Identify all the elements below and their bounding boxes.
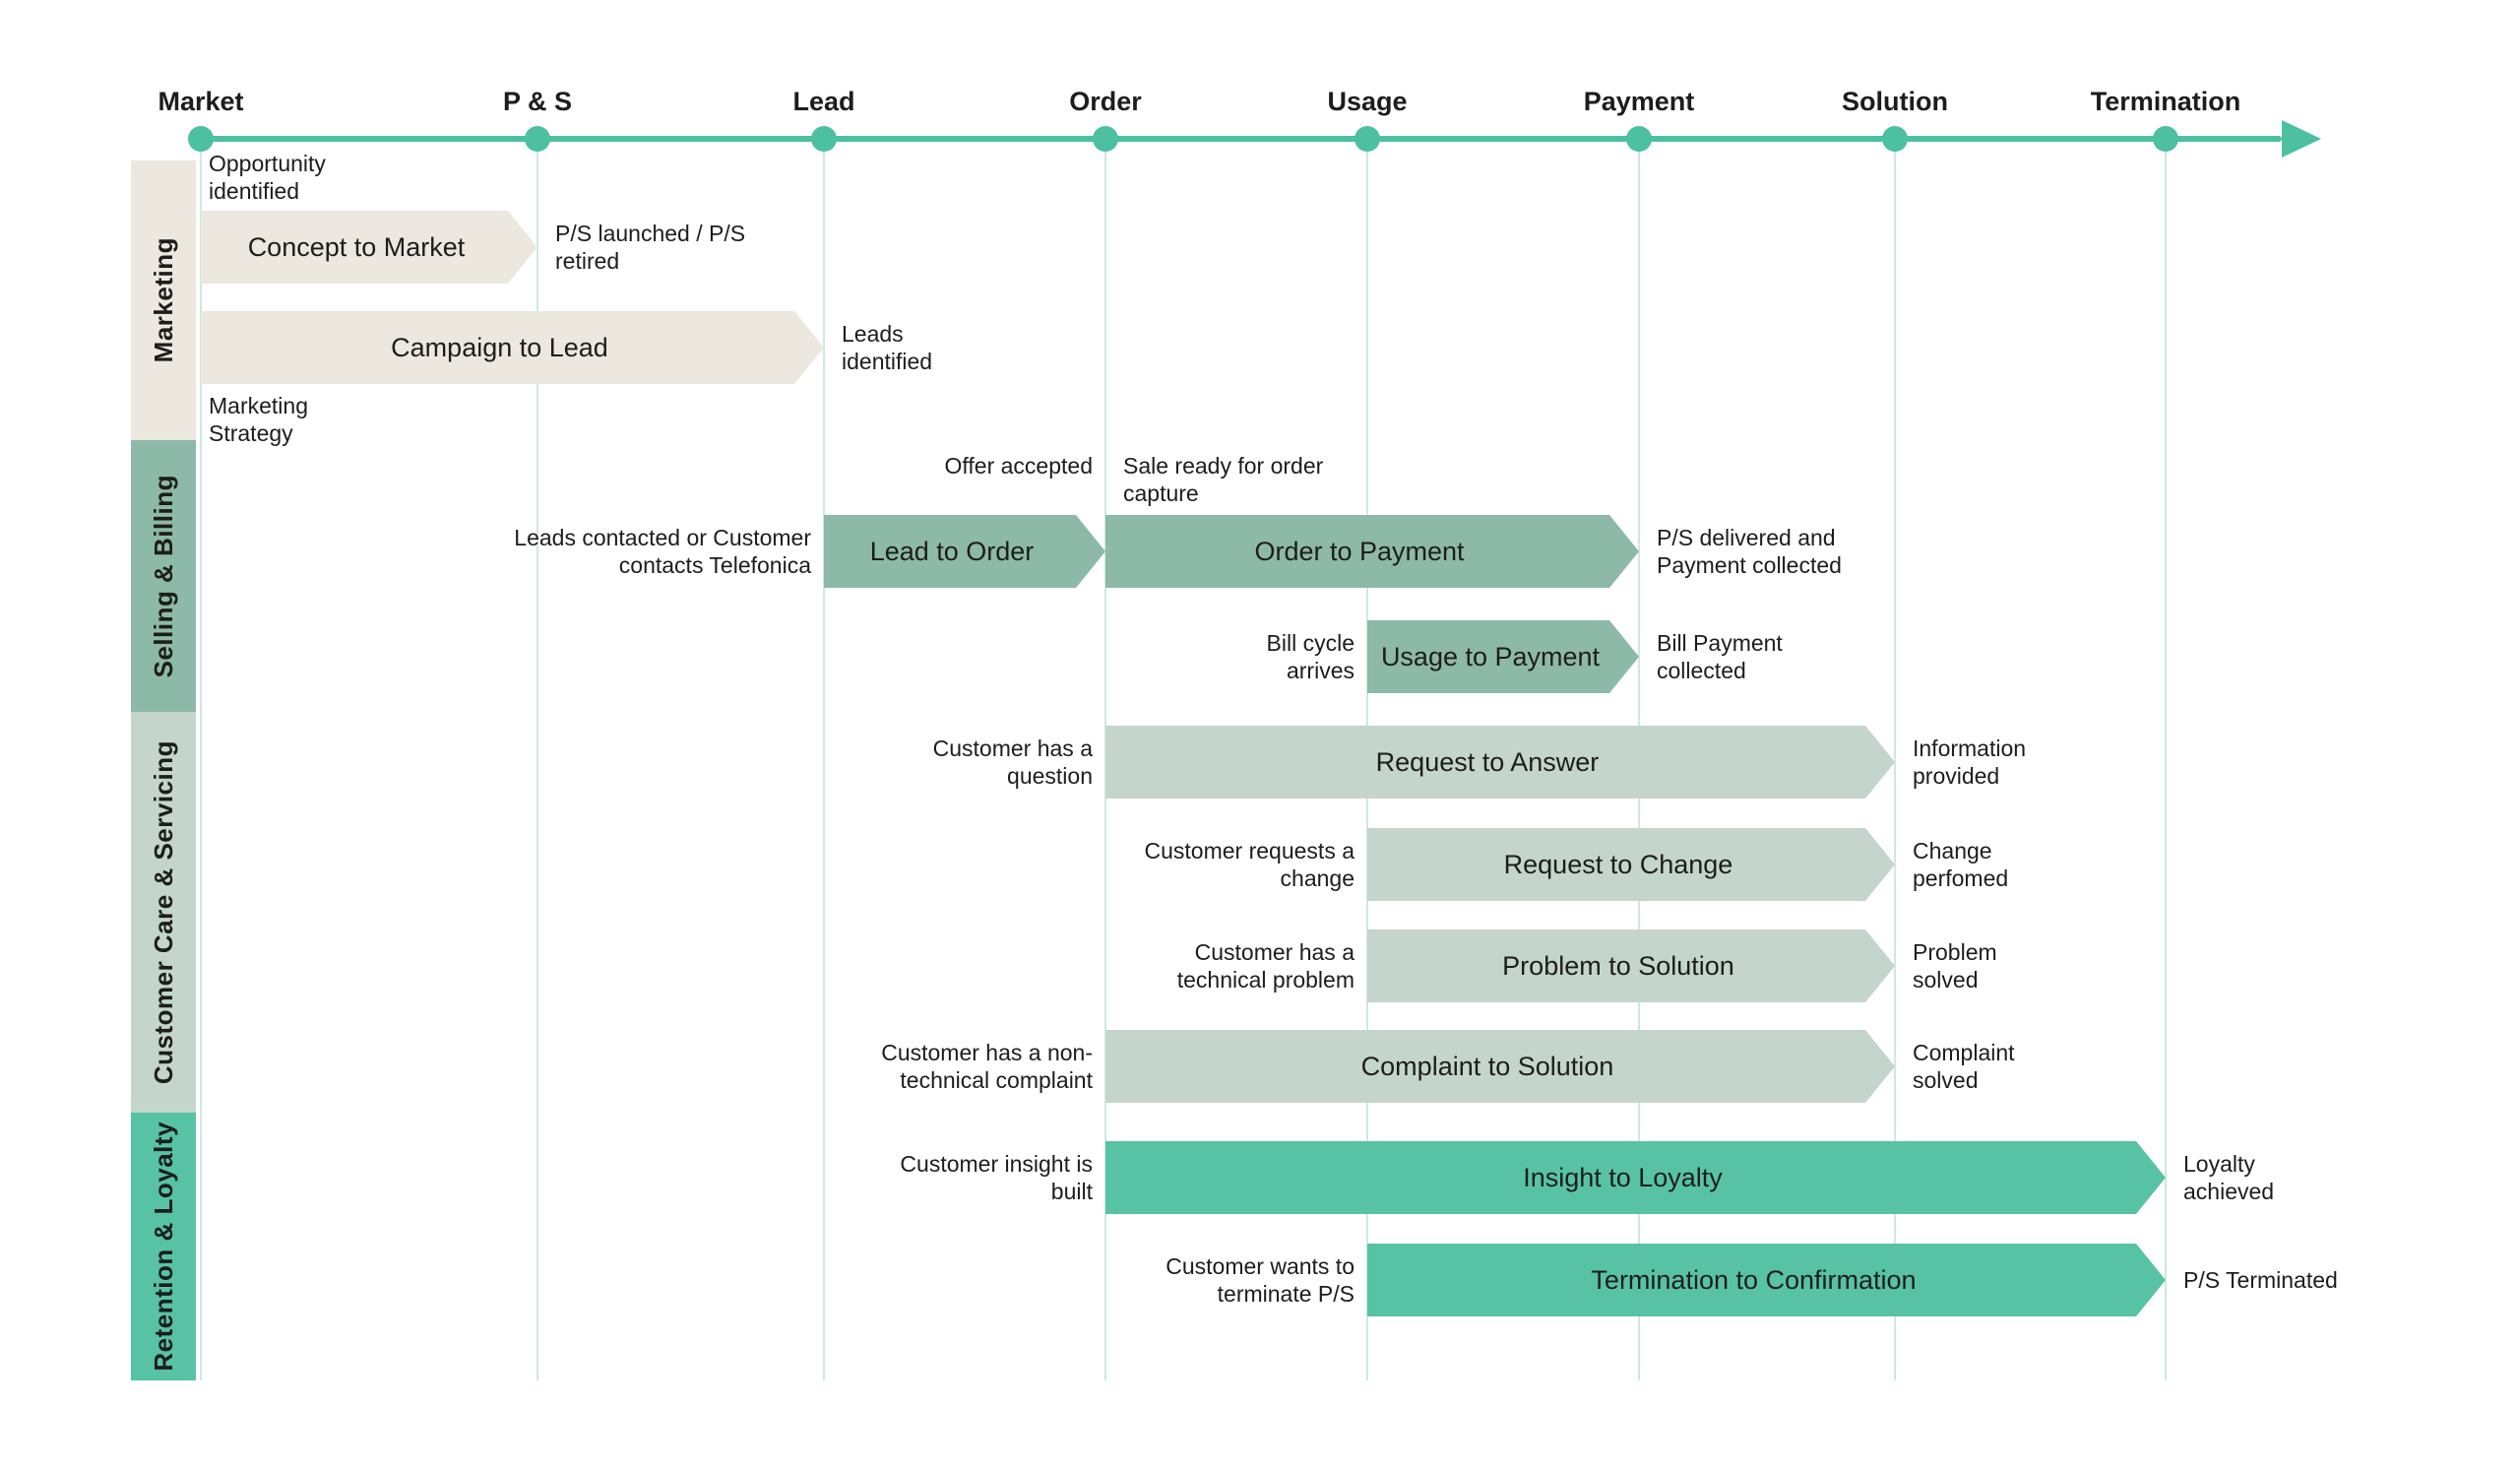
note-left: Customer has a non-technical complaint [842, 1030, 1093, 1103]
note-right: Information provided [1913, 726, 2085, 799]
note-left: Leads contacted or Customer contacts Tel… [481, 515, 811, 588]
note-left: Customer insight is built [861, 1141, 1093, 1214]
process-arrow: Lead to Order [824, 515, 1105, 588]
note-right: Leads identified [842, 311, 975, 384]
process-arrow: Campaign to Lead [201, 311, 824, 384]
note-left-text: Customer has a technical problem [1176, 938, 1354, 993]
process-arrow: Problem to Solution [1367, 929, 1895, 1002]
process-arrow-label: Usage to Payment [1380, 641, 1601, 672]
note-left: Customer requests a change [1113, 828, 1354, 901]
note-right-text: Loyalty achieved [2183, 1150, 2275, 1204]
process-arrow-label: Concept to Market [247, 231, 466, 262]
note-left-text: Customer wants to terminate P/S [1166, 1252, 1354, 1307]
note-right: P/S launched / P/S retired [555, 211, 806, 284]
stage-dot [811, 126, 837, 152]
lane-label: Customer Care & Servicing [148, 739, 178, 1085]
lane-label: Marketing [148, 237, 178, 363]
stage-label: Market [158, 87, 244, 116]
stage-gridline [200, 139, 202, 1380]
note-right-text: Leads identified [842, 320, 933, 374]
stage-label: Termination [2090, 87, 2241, 116]
stage-dot [1354, 126, 1380, 152]
note-right: Problem solved [1913, 929, 2050, 1002]
stage-label: Order [1069, 87, 1142, 116]
stage-label: Payment [1583, 87, 1695, 116]
stage-dot [525, 126, 550, 152]
process-arrow: Request to Change [1367, 828, 1895, 901]
stage-label: Lead [792, 87, 855, 116]
note-left: Customer has a technical problem [1113, 929, 1354, 1002]
stage-gridline [536, 139, 538, 1380]
stage-label: Solution [1842, 87, 1948, 116]
lane-label: Retention & Loyalty [148, 1121, 178, 1372]
note-right: Change perfomed [1913, 828, 2060, 901]
stage-dot [2153, 126, 2178, 152]
process-arrow-label: Request to Answer [1375, 746, 1600, 777]
process-arrow-label: Campaign to Lead [391, 332, 608, 362]
stage-label: P & S [502, 87, 573, 116]
stage-gridline [2165, 139, 2167, 1380]
note-left: Customer wants to terminate P/S [1118, 1244, 1354, 1316]
free-note: Opportunity identified [209, 151, 326, 205]
process-arrow: Insight to Loyalty [1105, 1141, 2166, 1214]
note-left-text: Customer requests a change [1144, 837, 1354, 891]
timeline-line [201, 136, 2282, 142]
note-right: P/S delivered and Payment collected [1657, 515, 1898, 588]
note-right-text: Change perfomed [1913, 837, 2009, 891]
process-arrow: Termination to Confirmation [1367, 1244, 2166, 1316]
process-arrow: Order to Payment [1105, 515, 1639, 588]
lane-band: Marketing [131, 160, 196, 440]
note-left-text: Leads contacted or Customer contacts Tel… [514, 524, 811, 578]
lane-band: Customer Care & Servicing [131, 712, 196, 1113]
note-left-text: Customer has a question [932, 735, 1093, 789]
note-left-text: Customer has a non-technical complaint [881, 1039, 1093, 1093]
process-arrow-label: Complaint to Solution [1360, 1051, 1614, 1081]
process-arrow-label: Lead to Order [869, 536, 1035, 566]
note-right-text: Bill Payment collected [1657, 629, 1783, 683]
note-left: Bill cycle arrives [1212, 620, 1354, 693]
stage-dot [1093, 126, 1118, 152]
lane-band: Retention & Loyalty [131, 1113, 196, 1380]
process-arrow-label: Insight to Loyalty [1523, 1162, 1723, 1192]
note-right-text: Information provided [1913, 735, 2027, 789]
note-right: Complaint solved [1913, 1030, 2075, 1103]
lane-label: Selling & Billing [148, 474, 178, 678]
note-right: Loyalty achieved [2183, 1141, 2331, 1214]
stage-dot [1882, 126, 1908, 152]
note-right-text: Complaint solved [1913, 1039, 2015, 1093]
free-note: Sale ready for order capture [1123, 453, 1324, 507]
process-arrow: Concept to Market [201, 211, 537, 284]
note-right: P/S Terminated [2183, 1244, 2356, 1316]
process-arrow-label: Order to Payment [1254, 536, 1465, 566]
note-left: Customer has a question [866, 726, 1093, 799]
stage-dot [188, 126, 214, 152]
process-arrow-label: Problem to Solution [1502, 950, 1734, 981]
note-right-text: P/S Terminated [2183, 1266, 2338, 1293]
stage-gridline [1894, 139, 1896, 1380]
note-left-text: Bill cycle arrives [1266, 629, 1354, 683]
stage-gridline [823, 139, 825, 1380]
process-arrow-label: Request to Change [1503, 849, 1733, 879]
process-arrow: Complaint to Solution [1105, 1030, 1895, 1103]
lane-band: Selling & Billing [131, 440, 196, 712]
process-arrow: Request to Answer [1105, 726, 1895, 799]
note-right-text: P/S launched / P/S retired [555, 220, 746, 274]
stage-dot [1626, 126, 1652, 152]
stage-label: Usage [1327, 87, 1408, 116]
axis-arrowhead-icon [2282, 120, 2321, 158]
note-right-text: Problem solved [1913, 938, 1997, 993]
process-arrow-label: Termination to Confirmation [1591, 1264, 1917, 1295]
note-left-text: Customer insight is built [900, 1150, 1093, 1204]
process-arrow: Usage to Payment [1367, 620, 1639, 693]
free-note: Offer accepted [944, 453, 1093, 479]
note-right-text: P/S delivered and Payment collected [1657, 524, 1842, 578]
free-note: Marketing Strategy [209, 393, 308, 447]
note-right: Bill Payment collected [1657, 620, 1839, 693]
